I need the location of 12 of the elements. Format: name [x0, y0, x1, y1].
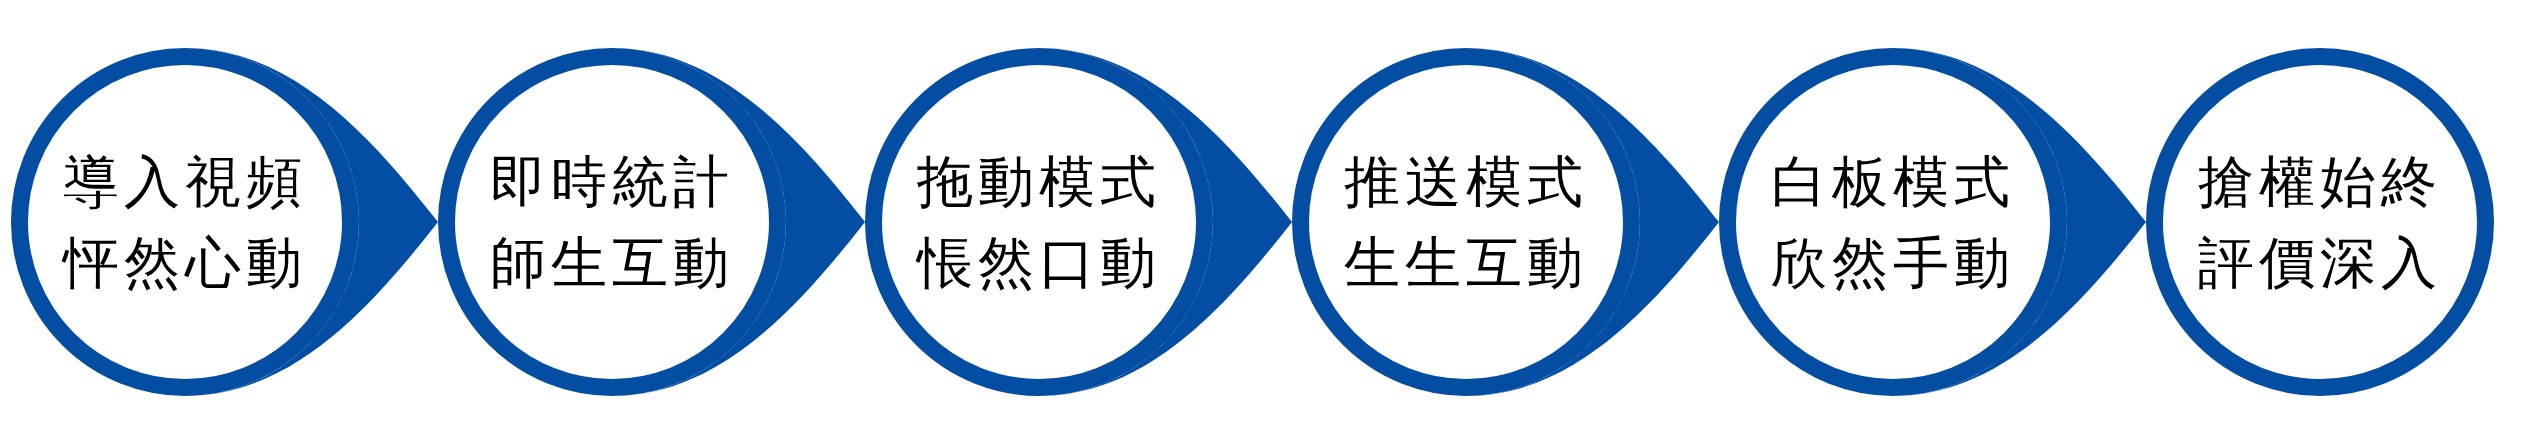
step-text: 怦然心動 [63, 229, 307, 297]
step-text: 欣然手動 [1771, 229, 2015, 297]
step-text: 推送模式 [1344, 147, 1588, 215]
step-text: 生生互動 [1344, 229, 1588, 297]
step-text: 搶權始終 [2198, 147, 2442, 215]
step-text: 導入視頻 [63, 147, 307, 215]
step-text: 即時統計 [490, 147, 734, 215]
step-text: 拖動模式 [917, 147, 1161, 215]
step-text: 悵然口動 [917, 229, 1161, 297]
step-text: 評價深入 [2198, 229, 2442, 297]
step-text: 師生互動 [490, 229, 734, 297]
step-text: 白板模式 [1771, 147, 2015, 215]
